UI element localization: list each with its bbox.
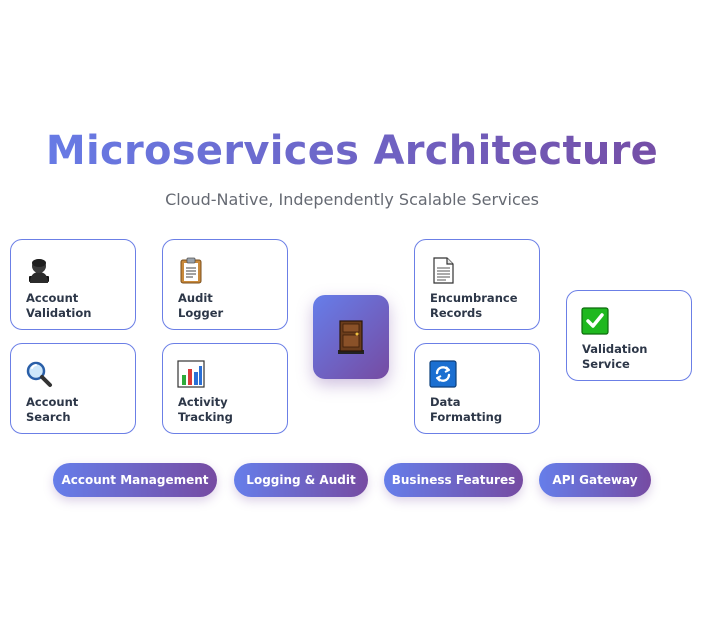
service-label: Encumbrance Records bbox=[430, 291, 518, 320]
service-label: Audit Logger bbox=[178, 291, 224, 320]
api-gateway-node bbox=[313, 295, 389, 379]
clipboard-icon bbox=[180, 257, 202, 284]
category-pill-logging-audit: Logging & Audit bbox=[234, 463, 368, 497]
service-label: Data Formatting bbox=[430, 395, 503, 424]
door-icon bbox=[338, 320, 364, 354]
document-icon bbox=[433, 257, 454, 284]
service-card-data-formatting: Data Formatting bbox=[414, 343, 540, 434]
category-pill-business-features: Business Features bbox=[384, 463, 523, 497]
category-pill-account-management: Account Management bbox=[53, 463, 217, 497]
service-label: Validation Service bbox=[582, 342, 648, 371]
service-card-account-validation: Account Validation bbox=[10, 239, 136, 330]
person-icon bbox=[29, 259, 49, 283]
service-label: Activity Tracking bbox=[178, 395, 233, 424]
category-pill-api-gateway: API Gateway bbox=[539, 463, 651, 497]
check-mark-icon bbox=[581, 307, 609, 335]
page-subtitle: Cloud-Native, Independently Scalable Ser… bbox=[165, 190, 539, 209]
magnifier-icon bbox=[26, 361, 52, 387]
refresh-icon bbox=[429, 360, 457, 388]
service-card-audit-logger: Audit Logger bbox=[162, 239, 288, 330]
service-card-account-search: Account Search bbox=[10, 343, 136, 434]
page-title: Microservices Architecture bbox=[0, 128, 704, 174]
service-card-encumbrance-records: Encumbrance Records bbox=[414, 239, 540, 330]
service-label: Account Validation bbox=[26, 291, 92, 320]
service-card-activity-tracking: Activity Tracking bbox=[162, 343, 288, 434]
service-card-validation-service: Validation Service bbox=[566, 290, 692, 381]
service-label: Account Search bbox=[26, 395, 79, 424]
bar-chart-icon bbox=[177, 360, 205, 388]
